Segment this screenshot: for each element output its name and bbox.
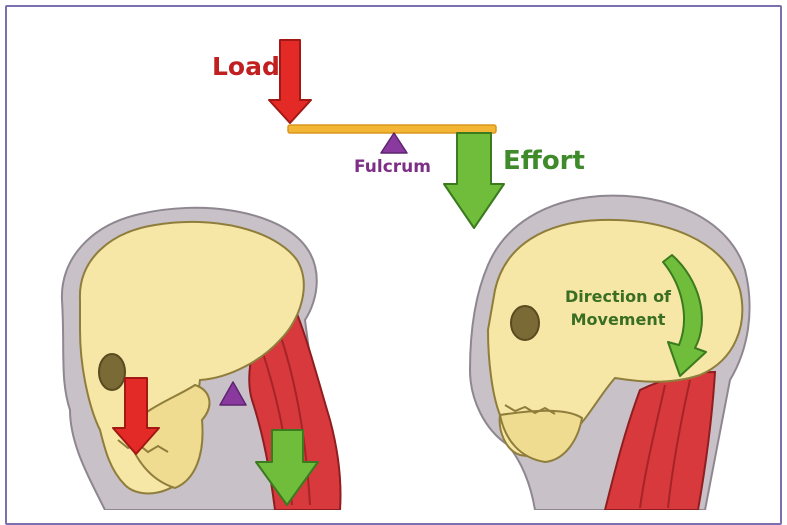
fulcrum-label: Fulcrum (354, 157, 431, 177)
effort-label: Effort (503, 146, 585, 176)
lever-bar (288, 125, 496, 133)
diagram-artwork (0, 0, 787, 510)
direction-label-line-1: Direction of (548, 285, 688, 308)
fulcrum-triangle (381, 133, 407, 153)
right-skull-eye-socket (511, 306, 539, 340)
right-head-illustration (470, 196, 750, 510)
effort-arrow (444, 133, 504, 228)
direction-of-movement-label: Direction of Movement (548, 285, 688, 331)
direction-label-line-2: Movement (548, 308, 688, 331)
left-skull-eye-socket (99, 354, 125, 390)
load-label: Load (212, 52, 280, 81)
left-head-illustration (62, 208, 341, 510)
diagram-canvas: Load Fulcrum Effort Direction of Movemen… (0, 0, 787, 510)
lever-diagram (269, 40, 504, 228)
